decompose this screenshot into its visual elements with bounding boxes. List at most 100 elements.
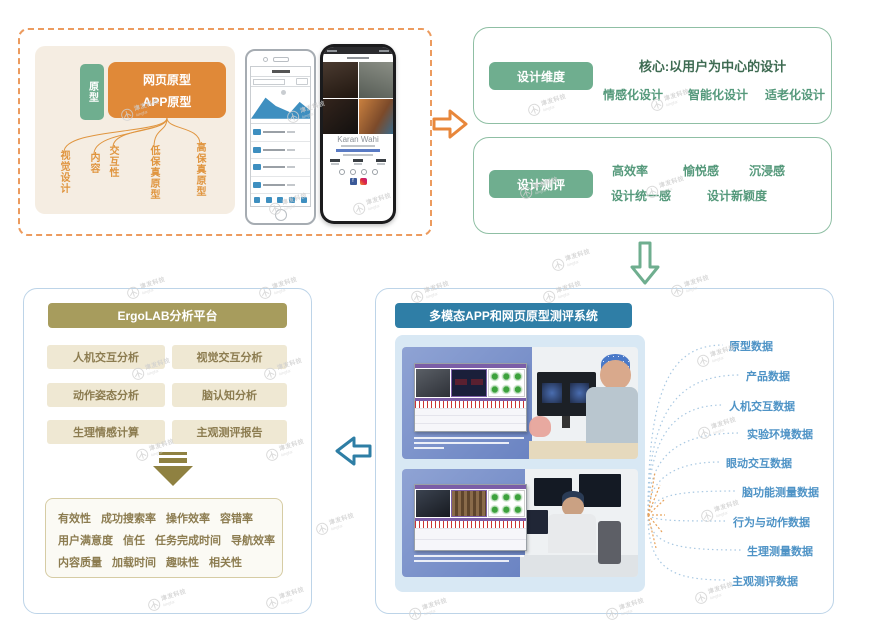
lab-photos-container [395, 335, 645, 592]
data-brain-function: 脑功能测量数据 [742, 487, 819, 499]
photo-caption-lines [413, 436, 524, 449]
branch-high-fidelity: 高保真原型 [194, 142, 205, 197]
brain-model [529, 416, 551, 437]
data-leader-lines [647, 344, 742, 581]
wireframe-list [251, 124, 310, 194]
prototype-type-node: 网页原型 APP原型 [108, 62, 226, 118]
watermark: 津发科技 kingfar [314, 512, 357, 537]
metric-navigation: 导航效率 [231, 535, 275, 547]
dimension-item-aging: 适老化设计 [765, 88, 826, 102]
wireframe-chart [251, 87, 310, 124]
data-behavior-motion: 行为与动作数据 [733, 517, 810, 529]
origin-node: 原型 [80, 64, 104, 120]
dimension-item-emotional: 情感化设计 [603, 88, 664, 102]
eval-item-unity: 设计统一感 [611, 189, 672, 203]
metric-effectiveness: 有效性 [58, 513, 91, 525]
module-visual-analysis: 视觉交互分析 [172, 345, 287, 369]
metric-fun: 趣味性 [166, 557, 199, 569]
wireframe-search-button [296, 78, 308, 85]
eval-item-novelty: 设计新颖度 [707, 189, 768, 203]
flow-down-arrow-icon [153, 452, 193, 488]
data-subjective: 主观测评数据 [732, 576, 798, 588]
design-dimension-label: 设计维度 [516, 69, 565, 84]
core-principle-text: 核心:以用户为中心的设计 [638, 59, 787, 74]
profile-photo-grid [323, 62, 393, 134]
wireframe-titlebar [251, 67, 310, 77]
design-dimension-button: 设计维度 [489, 62, 593, 90]
arrow-down-icon [630, 241, 660, 285]
prototype-panel: 原型 网页原型 APP原型 视觉设计 内容 交互性 低保真原型 高保真原型 [18, 28, 432, 236]
sun-icon [281, 90, 286, 95]
watermark-logo-icon [552, 258, 565, 271]
module-physiology-computing: 生理情感计算 [47, 420, 165, 444]
data-physiological: 生理测量数据 [747, 546, 813, 558]
arrow-right-icon [432, 109, 468, 139]
eval-item-immersion: 沉浸感 [749, 164, 786, 178]
metric-error-tolerance: 容错率 [220, 513, 253, 525]
arrow-left-icon [335, 436, 372, 466]
wireframe-search-input [253, 78, 285, 85]
instagram-icon [359, 178, 367, 185]
profile-action-icons [323, 169, 393, 175]
app-prototype-label: APP原型 [142, 94, 192, 109]
watermark-logo-icon [316, 522, 329, 535]
metric-satisfaction: 用户满意度 [58, 535, 113, 547]
data-product: 产品数据 [746, 371, 790, 383]
module-subjective-report: 主观测评报告 [172, 420, 287, 444]
watermark-text: 津发科技 [564, 248, 592, 263]
module-hci-analysis: 人机交互分析 [47, 345, 165, 369]
metric-relevance: 相关性 [209, 557, 242, 569]
ergolab-title: ErgoLAB分析平台 [48, 303, 287, 328]
wireframe-screen [250, 66, 311, 207]
lab-photo-workstation [402, 469, 638, 577]
wireframe-search-row [251, 77, 310, 87]
branch-interactivity: 交互性 [107, 145, 118, 178]
metrics-row-1: 有效性 成功搜索率 操作效率 容错率 [58, 507, 282, 529]
phone-speaker [272, 57, 289, 62]
profile-name: Karan Wahi [337, 135, 379, 144]
watermark-subtext: kingfar [566, 258, 580, 268]
data-hci: 人机交互数据 [729, 401, 795, 413]
data-environment: 实验环境数据 [747, 429, 813, 441]
dimension-item-intelligent: 智能化设计 [688, 88, 749, 102]
module-cognition-analysis: 脑认知分析 [172, 383, 287, 407]
ergolab-software-screenshot [413, 362, 527, 432]
origin-label: 原型 [86, 81, 98, 103]
watermark-text: 津发科技 [683, 274, 711, 289]
design-evaluation-label: 设计测评 [516, 177, 565, 192]
watermark-text: 津发科技 [328, 512, 356, 527]
phone-camera-dot [263, 57, 268, 62]
facebook-icon: f [349, 178, 357, 185]
watermark: 津发科技 kingfar [550, 248, 593, 273]
phone-navbar [323, 54, 393, 62]
ergolab-software-screenshot [413, 484, 527, 551]
phone-home-button [274, 209, 287, 221]
hifi-phone-mockup: Karan Wahi f [320, 44, 396, 224]
phone-statusbar [323, 47, 393, 54]
prototype-map-background: 原型 网页原型 APP原型 视觉设计 内容 交互性 低保真原型 高保真原型 [35, 46, 235, 214]
metric-task-time: 任务完成时间 [155, 535, 221, 547]
metric-content-quality: 内容质量 [58, 557, 102, 569]
watermark-subtext: kingfar [330, 522, 344, 532]
design-evaluation-button: 设计测评 [489, 170, 593, 198]
profile-subtitle [323, 145, 393, 156]
web-prototype-label: 网页原型 [142, 72, 191, 87]
branch-low-fidelity: 低保真原型 [148, 145, 159, 200]
photo-caption-lines [413, 555, 524, 563]
evaluation-system-title-label: 多模态APP和网页原型测评系统 [429, 309, 598, 323]
branch-lines [63, 117, 201, 155]
module-motion-analysis: 动作姿态分析 [47, 383, 165, 407]
data-eyetracking: 眼动交互数据 [726, 458, 792, 470]
evaluation-system-title: 多模态APP和网页原型测评系统 [395, 303, 632, 328]
profile-stats [323, 159, 393, 165]
branch-content: 内容 [88, 152, 99, 174]
wireframe-tabbar [251, 194, 310, 206]
metrics-box: 有效性 成功搜索率 操作效率 容错率 用户满意度 信任 任务完成时间 导航效率 … [45, 498, 283, 578]
metric-load-time: 加载时间 [112, 557, 156, 569]
metric-operation-efficiency: 操作效率 [166, 513, 210, 525]
metric-trust: 信任 [123, 535, 145, 547]
data-prototype: 原型数据 [729, 341, 773, 353]
eval-item-pleasure: 愉悦感 [683, 164, 720, 178]
metrics-row-2: 用户满意度 信任 任务完成时间 导航效率 [58, 529, 282, 551]
